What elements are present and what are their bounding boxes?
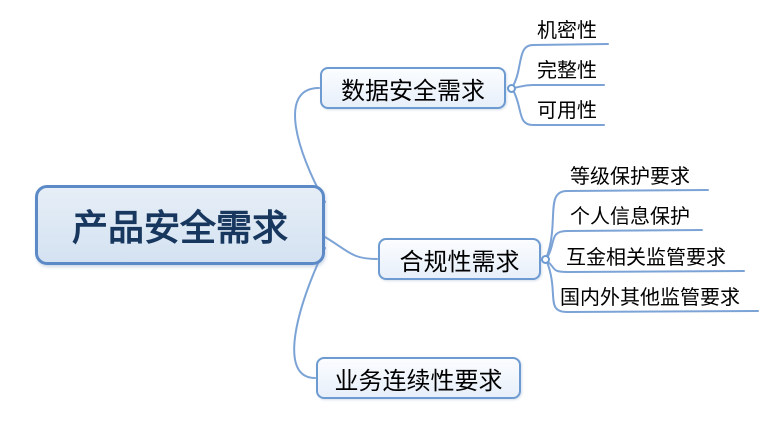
connector-line [546,260,745,274]
connector-line [512,89,605,126]
leaf-node-personal-info-protection[interactable]: 个人信息保护 [570,206,690,228]
leaf-node-confidentiality[interactable]: 机密性 [537,20,597,42]
collapse-toggle-compliance[interactable] [541,255,550,264]
branch-node-label: 数据安全需求 [341,77,485,105]
connector-line [546,261,759,314]
connector-line [546,229,703,259]
connector-line [324,236,378,260]
leaf-node-other-domestic-foreign-regulation[interactable]: 国内外其他监管要求 [560,287,740,309]
root-node-product-security[interactable]: 产品安全需求 [35,185,325,265]
connector-line [512,84,605,89]
leaf-node-integrity[interactable]: 完整性 [537,60,597,82]
branch-node-label: 合规性需求 [399,248,520,276]
connector-line [293,247,326,379]
connector-line [546,189,709,257]
branch-node-label: 业务连续性要求 [334,367,503,395]
branch-node-data-security[interactable]: 数据安全需求 [320,67,506,109]
collapse-toggle-data-security[interactable] [507,84,516,93]
leaf-node-availability[interactable]: 可用性 [537,100,597,122]
root-node-label: 产品安全需求 [71,207,288,248]
leaf-node-internet-finance-regulation[interactable]: 互金相关监管要求 [566,247,726,269]
branch-node-business-continuity[interactable]: 业务连续性要求 [316,357,521,399]
connector-line [512,43,609,87]
leaf-node-classified-protection[interactable]: 等级保护要求 [570,166,690,188]
branch-node-compliance[interactable]: 合规性需求 [378,238,541,280]
connector-line [294,87,326,203]
